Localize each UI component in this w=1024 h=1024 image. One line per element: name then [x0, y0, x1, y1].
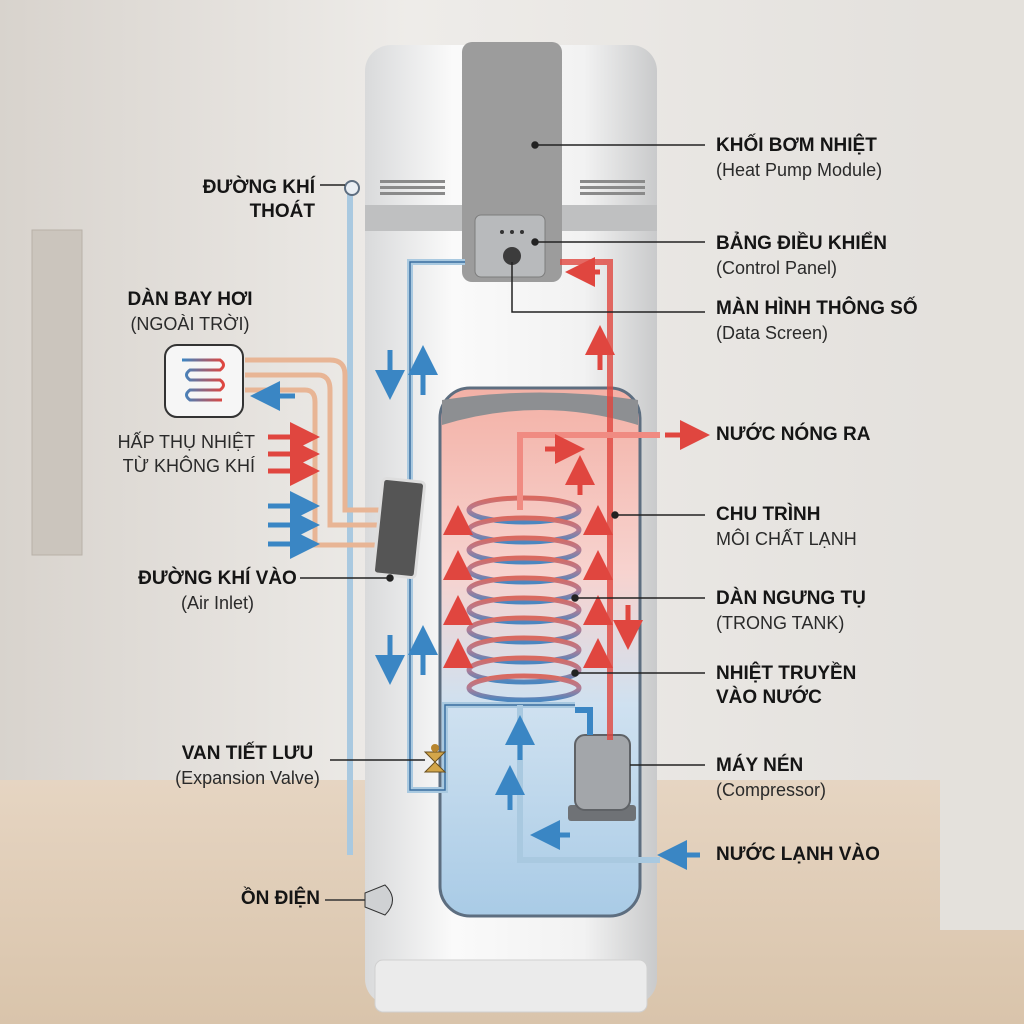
- hot-water-outlet-pipe: [517, 432, 660, 510]
- expansion-valve-icon: [423, 744, 447, 773]
- wall-right: [940, 0, 1024, 930]
- label-power: ỒN ĐIỆN: [200, 887, 320, 911]
- control-panel-sub: (Control Panel): [716, 258, 838, 278]
- cold-in-title: NƯỚC LẠNH VÀO: [716, 844, 880, 865]
- label-compressor: MÁY NÉN (Compressor): [716, 754, 826, 802]
- wall-panel: [31, 229, 83, 556]
- evaporator-title: DÀN BAY HƠI: [127, 289, 253, 310]
- refrigerant-title: CHU TRÌNH: [716, 504, 821, 525]
- absorb-line2: TỪ KHÔNG KHÍ: [122, 456, 255, 476]
- refrigerant-sub: MÔI CHẤT LẠNH: [716, 529, 857, 549]
- heat-pump-title: KHỐI BƠM NHIỆT: [716, 135, 877, 156]
- compressor-sub: (Compressor): [716, 780, 827, 800]
- data-screen-title: MÀN HÌNH THÔNG SỐ: [716, 298, 918, 319]
- absorb-line1: HẤP THỤ NHIỆT: [117, 432, 255, 452]
- valve-title: VAN TIẾT LƯU: [181, 743, 314, 764]
- cold-refrigerant-outline: [409, 261, 575, 791]
- air-inlet-sub: (Air Inlet): [180, 593, 254, 613]
- power-title: ỒN ĐIỆN: [240, 888, 320, 909]
- label-cold-water-in: NƯỚC LẠNH VÀO: [716, 843, 880, 867]
- heat-pump-sub: (Heat Pump Module): [716, 160, 883, 180]
- exhaust-line2: THOÁT: [249, 201, 315, 222]
- label-air-inlet: ĐƯỜNG KHÍ VÀO (Air Inlet): [120, 567, 315, 615]
- label-evaporator: DÀN BAY HƠI (NGOÀI TRỜI): [100, 288, 280, 336]
- evaporator-sub: (NGOÀI TRỜI): [130, 314, 250, 334]
- control-knob[interactable]: [503, 247, 521, 265]
- condenser-sub: (TRONG TANK): [716, 613, 845, 633]
- evaporator-pipes: [245, 357, 385, 548]
- indicator-dots: [500, 230, 524, 234]
- heat-pump-module: [462, 42, 562, 282]
- data-screen-sub: (Data Screen): [716, 323, 829, 343]
- power-plug-icon: [325, 884, 393, 916]
- control-panel[interactable]: [474, 214, 546, 278]
- exhaust-line1: ĐƯỜNG KHÍ: [202, 177, 315, 198]
- label-heat-transfer: NHIỆT TRUYỀN VÀO NƯỚC: [716, 662, 856, 710]
- control-panel-title: BẢNG ĐIỀU KHIỂN: [716, 233, 888, 254]
- label-expansion-valve: VAN TIẾT LƯU (Expansion Valve): [160, 742, 335, 790]
- evaporator-unit: [164, 344, 244, 418]
- label-condenser: DÀN NGƯNG TỤ (TRONG TANK): [716, 587, 866, 635]
- air-inlet-title: ĐƯỜNG KHÍ VÀO: [138, 568, 297, 589]
- air-filter: [371, 476, 427, 580]
- label-data-screen: MÀN HÌNH THÔNG SỐ (Data Screen): [716, 297, 918, 345]
- valve-sub: (Expansion Valve): [175, 768, 320, 788]
- hot-out-title: NƯỚC NÓNG RA: [716, 424, 871, 445]
- label-absorb-heat: HẤP THỤ NHIỆT TỪ KHÔNG KHÍ: [60, 430, 255, 478]
- label-refrigerant-cycle: CHU TRÌNH MÔI CHẤT LẠNH: [716, 503, 857, 551]
- label-exhaust: ĐƯỜNG KHÍ THOÁT: [160, 176, 315, 224]
- condenser-title: DÀN NGƯNG TỤ: [716, 588, 866, 609]
- label-heat-pump-module: KHỐI BƠM NHIỆT (Heat Pump Module): [716, 134, 882, 182]
- exhaust-port: [344, 180, 360, 196]
- label-control-panel: BẢNG ĐIỀU KHIỂN (Control Panel): [716, 232, 887, 280]
- heat-transfer-line2: VÀO NƯỚC: [716, 687, 822, 708]
- leader-lines: [300, 141, 705, 766]
- compressor: [568, 707, 636, 821]
- label-hot-water-out: NƯỚC NÓNG RA: [716, 423, 870, 447]
- heat-transfer-line1: NHIỆT TRUYỀN: [716, 663, 857, 684]
- flow-arrows: [250, 257, 710, 870]
- compressor-title: MÁY NÉN: [716, 755, 804, 776]
